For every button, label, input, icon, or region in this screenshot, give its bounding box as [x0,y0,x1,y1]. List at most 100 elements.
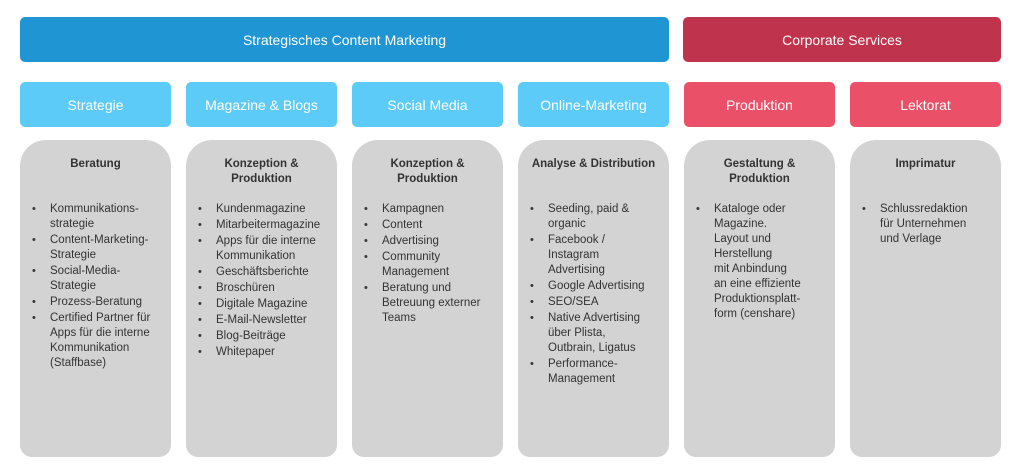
card-title: Konzeption & Produktion [390,158,465,185]
bullet-icon: • [530,312,534,324]
list-item: • Digitale Magazine [192,297,331,312]
list-item-text: Whitepaper [216,346,275,358]
list-item: • Community Management [358,250,497,280]
card-title: Imprimatur [895,158,956,170]
list-item: •Broschüren [192,281,331,296]
list-item-text: Google Advertising [548,280,645,292]
list-item: • Prozess-Beratung [26,295,165,310]
list-item: •Apps für die interne Kommunikation [192,234,331,264]
bullet-icon: • [198,314,202,326]
list-item: •Kundenmagazine [192,202,331,217]
list-item-text: Kommunikations- strategie [50,203,139,230]
bullet-icon: • [862,203,866,215]
list-item: •Advertising [358,234,497,249]
list-item: • SEO/SEA [524,295,663,310]
tab-label: Social Media [387,96,468,113]
list-item-text: Kataloge oder Magazine. Layout und Herst… [714,203,801,320]
bullet-icon: • [198,266,202,278]
list-item-text: Performance- Management [548,358,618,385]
list-item: • Blog-Beiträge [192,329,331,344]
list-item: •Beratung und Betreuung externer Teams [358,281,497,326]
bullet-icon: • [530,203,534,215]
bullet-icon: • [530,280,534,292]
list-item-text: Community Management [382,251,450,278]
item-list: • Kommunikations- strategie • Content-Marke… [26,202,165,372]
bullet-icon: • [198,298,202,310]
tab-produktion: Produktion [684,82,835,127]
list-item-text: Content-Marketing- Strategie [50,234,149,261]
bullet-icon: • [364,203,368,215]
band-label: Strategisches Content Marketing [242,31,447,48]
list-item: • Social-Media- Strategie [26,264,165,294]
list-item: • Facebook / Instagram Advertising [524,233,663,278]
card-online-marketing: Analyse & Distribution • Seeding, paid & … [518,140,669,457]
tab-strategie: Strategie [20,82,171,127]
list-item-text: Mitarbeitermagazine [216,219,321,231]
list-item-text: Blog-Beiträge [216,330,286,342]
list-item: • Performance- Management [524,357,663,387]
tab-label: Strategie [67,96,124,113]
list-item-text: Content [382,219,423,231]
bullet-icon: • [198,346,202,358]
list-item: •Mitarbeitermagazine [192,218,331,233]
bullet-icon: • [364,219,368,231]
bullet-icon: • [530,234,534,246]
card-title: Analyse & Distribution [531,158,656,170]
bullet-icon: • [32,203,36,215]
tab-label: Magazine & Blogs [205,96,318,113]
list-item: • Seeding, paid & organic [524,202,663,232]
bullet-icon: • [530,358,534,370]
band-corporate-services: Corporate Services [683,17,1001,62]
card-lektorat: Imprimatur • Schlussredaktion für Unterne… [850,140,1001,457]
card-title: Konzeption & Produktion [224,158,299,185]
bullet-icon: • [696,203,700,215]
list-item-text: Beratung und Betreuung externer Teams [382,282,481,324]
bullet-icon: • [32,265,36,277]
bullet-icon: • [198,330,202,342]
list-item: • Kataloge oder Magazine. Layout und Hers… [690,202,829,322]
list-item: • Content [358,218,497,233]
card-strategie: Beratung • Kommunikations- strategie • Cont… [20,140,171,457]
list-item: • Google Advertising [524,279,663,294]
bullet-icon: • [530,296,534,308]
card-title: Gestaltung & Produktion [723,158,796,185]
list-item-text: Seeding, paid & organic [548,203,630,230]
list-item-text: Schlussredaktion für Unternehmen und Ver… [880,203,968,245]
card-title: Beratung [70,158,121,170]
list-item: • Schlussredaktion für Unternehmen und Ve… [856,202,995,247]
card-social-media: Konzeption & Produktion • Kampagnen • Conte… [352,140,503,457]
card-magazine-blogs: Konzeption & Produktion •Kundenmagazine•… [186,140,337,457]
list-item-text: Social-Media- Strategie [50,265,121,292]
tab-label: Lektorat [900,96,951,113]
band-label: Corporate Services [782,31,902,48]
list-item-text: Digitale Magazine [216,298,308,310]
tab-magazine-blogs: Magazine & Blogs [186,82,337,127]
list-item: •Geschäftsberichte [192,265,331,280]
band-strategisches-content-marketing: Strategisches Content Marketing [20,17,669,62]
list-item-text: Advertising [382,235,439,247]
list-item: • Kommunikations- strategie [26,202,165,232]
item-list: • Seeding, paid & organic • Facebook / Inst… [524,202,663,388]
list-item-text: Facebook / Instagram Advertising [548,234,605,276]
tab-label: Online-Marketing [540,96,647,113]
list-item: •Native Advertising über Plista, Outbrai… [524,311,663,356]
bullet-icon: • [32,234,36,246]
list-item-text: Apps für die interne Kommunikation [216,235,316,262]
list-item: • Content-Marketing- Strategie [26,233,165,263]
list-item-text: Prozess-Beratung [50,296,143,308]
bullet-icon: • [32,312,36,324]
bullet-icon: • [364,251,368,263]
item-list: •Kundenmagazine•Mitarbeitermagazine•Apps… [192,202,331,361]
list-item-text: Kampagnen [382,203,445,215]
bullet-icon: • [32,296,36,308]
list-item: • E-Mail-Newsletter [192,313,331,328]
list-item-text: Certified Partner für Apps für die inter… [50,312,151,369]
list-item: • Whitepaper [192,345,331,360]
tab-label: Produktion [726,96,793,113]
list-item-text: E-Mail-Newsletter [216,314,307,326]
item-list: • Kataloge oder Magazine. Layout und Hers… [690,202,829,323]
item-list: • Kampagnen • Content •Advertising • Community… [358,202,497,327]
tab-lektorat: Lektorat [850,82,1001,127]
list-item-text: Broschüren [216,282,275,294]
list-item-text: SEO/SEA [548,296,599,308]
